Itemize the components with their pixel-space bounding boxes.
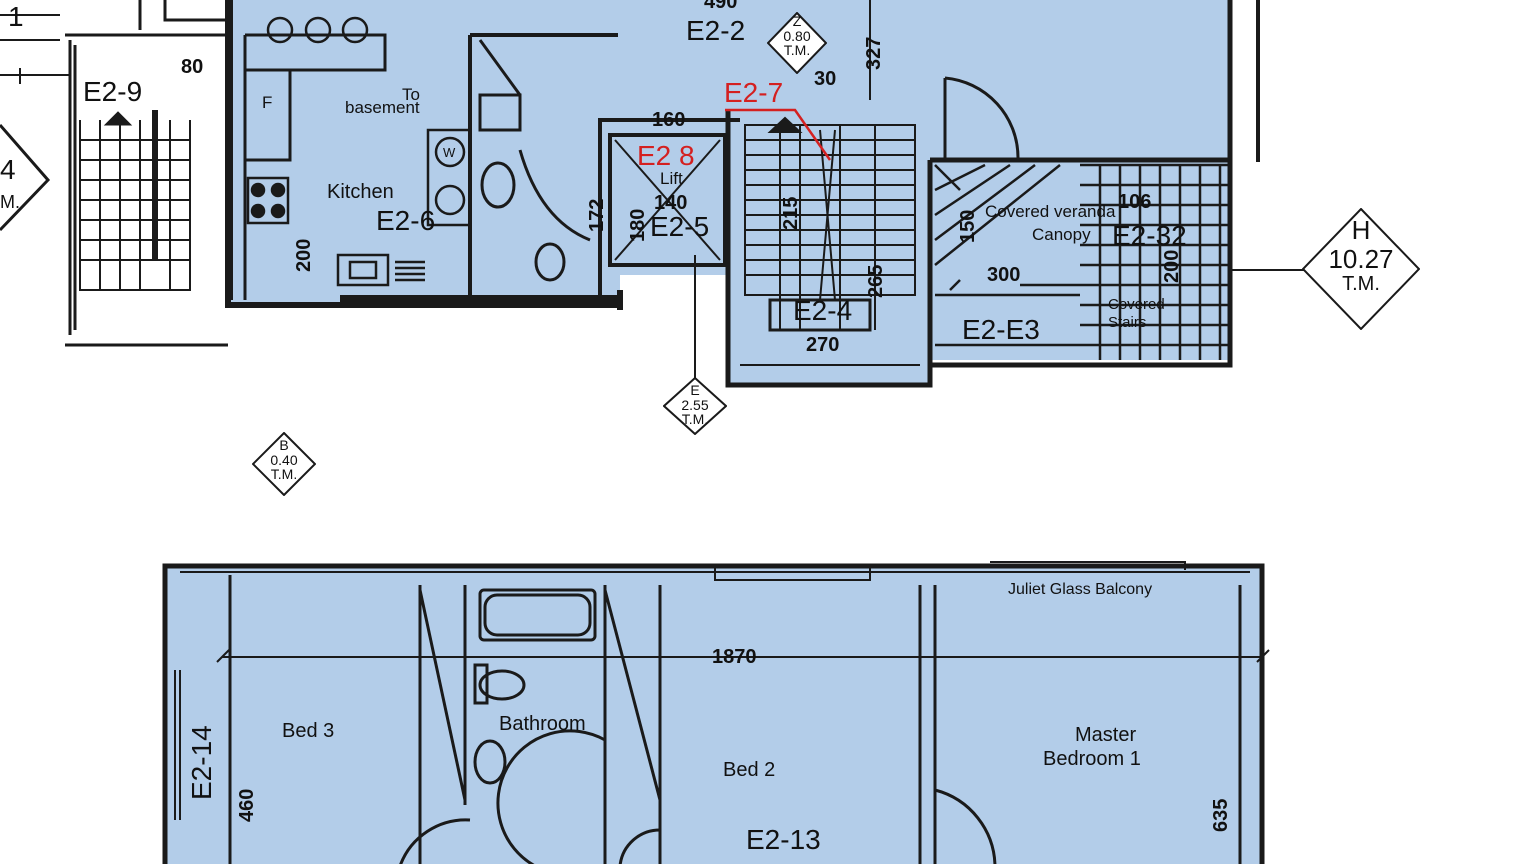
covered-stairs-label: Covered Stairs (1108, 296, 1165, 331)
dim-200: 200 (293, 238, 315, 272)
code-e2-7: E2-7 (724, 77, 784, 108)
veranda-grid (934, 163, 1228, 360)
dim-215: 215 (780, 196, 802, 230)
dim-490: 490 (704, 0, 738, 13)
code-e2-14: E2-14 (186, 725, 217, 800)
code-e2-e3: E2-E3 (962, 314, 1040, 345)
dim-327: 327 (863, 36, 885, 70)
code-e2-32: E2-32 (1112, 220, 1187, 251)
code-e2-9: E2-9 (83, 76, 143, 107)
level-tag-h-leader (1230, 269, 1305, 271)
dim-270: 270 (806, 334, 840, 356)
dim-180: 180 (627, 208, 649, 242)
room-bathroom: Bathroom (499, 713, 586, 735)
room-kitchen: Kitchen (327, 181, 394, 203)
to-basement-line1: To (402, 85, 420, 104)
code-e2-2: E2-2 (686, 15, 746, 46)
dim-300: 300 (987, 264, 1021, 286)
fridge-label: F (262, 93, 273, 112)
code-e2-5: E2-5 (650, 211, 710, 242)
dim-140: 140 (654, 192, 688, 214)
code-e2-8: E2 8 (637, 140, 695, 171)
first-floor-walls (162, 561, 1265, 864)
dim-160: 160 (652, 109, 686, 131)
juliet-balcony-label: Juliet Glass Balcony (1008, 581, 1153, 598)
room-bed-2: Bed 2 (723, 759, 776, 781)
code-e2-13: E2-13 (746, 824, 821, 855)
dim-460: 460 (236, 788, 258, 822)
wc-fixtures (478, 39, 591, 282)
dim-200b: 200 (1161, 249, 1183, 283)
washer-label: W (443, 145, 456, 160)
level-tag-left-unit: M. (0, 192, 20, 212)
e2-7-leader (725, 108, 832, 161)
dim-1870: 1870 (712, 646, 757, 668)
code-one: 1 (8, 1, 24, 32)
to-basement-line2: basement (345, 98, 420, 117)
ground-floor-walls (225, 0, 1260, 388)
dim-635: 635 (1210, 798, 1232, 832)
covered-veranda-label: Covered veranda (985, 202, 1116, 221)
dim-106: 106 (1118, 191, 1152, 213)
dim-150: 150 (957, 209, 979, 243)
code-e2-6: E2-6 (376, 205, 436, 236)
dim-265: 265 (865, 264, 887, 298)
dim-172: 172 (586, 198, 608, 232)
first-floor-fixtures (399, 588, 997, 864)
left-staircase (0, 0, 228, 347)
kitchen-fixtures (246, 16, 472, 287)
central-staircase (740, 0, 920, 366)
room-master-line2: Bedroom 1 (1043, 748, 1141, 770)
room-bed-3: Bed 3 (282, 720, 335, 742)
room-master-line1: Master (1075, 724, 1137, 746)
code-e2-4: E2-4 (793, 295, 853, 326)
lift-shaft (608, 133, 727, 385)
code-four: 4 (0, 154, 16, 185)
lift-label: Lift (660, 169, 683, 188)
canopy-label: Canopy (1032, 225, 1091, 244)
dim-80: 80 (181, 56, 204, 78)
dim-30: 30 (814, 68, 837, 90)
first-floor-fill (165, 566, 1260, 864)
